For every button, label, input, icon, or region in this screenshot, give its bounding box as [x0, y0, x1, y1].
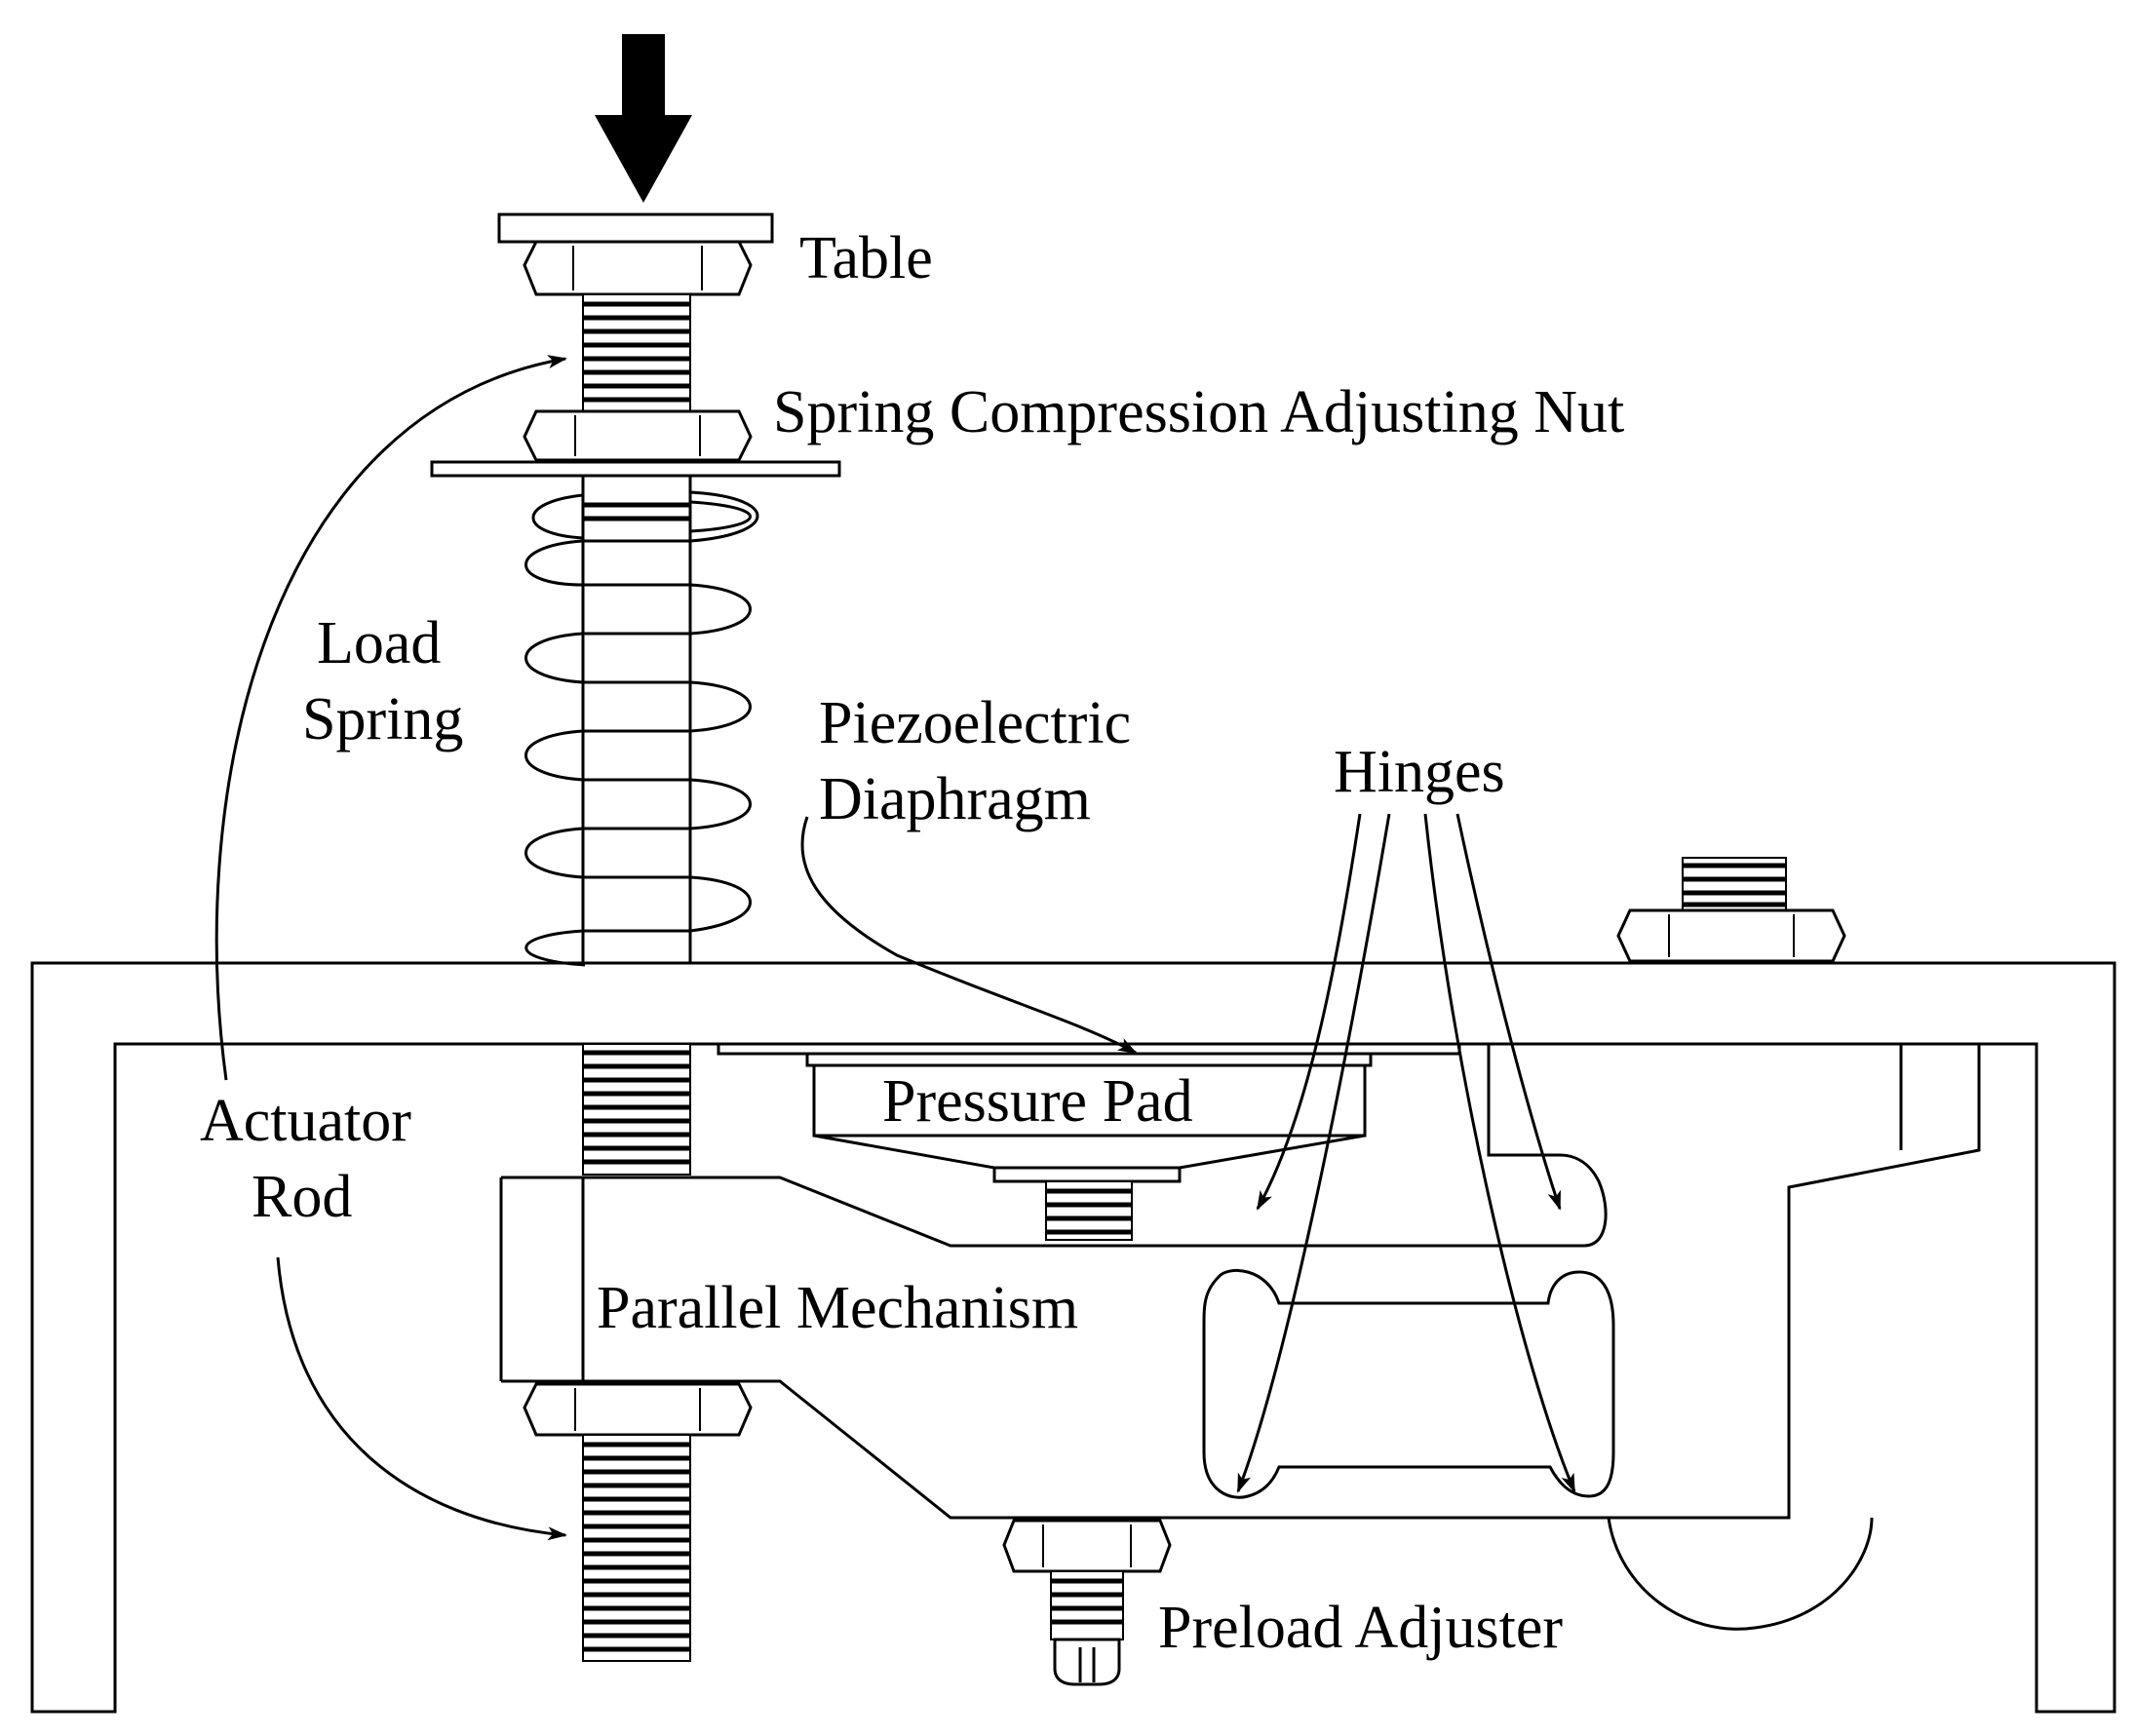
label-load-spring-1: Load — [317, 610, 441, 676]
rod-lower-nut — [523, 1382, 753, 1437]
label-table: Table — [799, 225, 933, 291]
label-piezo-2: Diaphragm — [819, 766, 1091, 832]
label-spring-compression-nut: Spring Compression Adjusting Nut — [773, 379, 1624, 445]
actuator-rod-upper-thread — [582, 293, 691, 412]
load-arrow-icon — [595, 34, 692, 203]
frame-bolt — [1616, 857, 1846, 963]
preload-adjuster — [1002, 1519, 1172, 1686]
pressure-pad — [812, 1063, 1367, 1241]
label-piezo-1: Piezoelectric — [819, 690, 1131, 756]
load-spring — [524, 490, 759, 967]
label-parallel-mechanism: Parallel Mechanism — [597, 1275, 1078, 1341]
label-load-spring-2: Spring — [302, 686, 463, 752]
actuator-rod-mid-thread — [582, 1043, 691, 1176]
frame — [30, 961, 2116, 1714]
label-preload-adjuster: Preload Adjuster — [1158, 1595, 1563, 1661]
label-pressure-pad: Pressure Pad — [882, 1068, 1193, 1135]
rod-thread-short — [583, 502, 690, 521]
table-plate — [497, 212, 774, 296]
actuator-rod-lower-thread — [582, 1434, 691, 1662]
label-actuator-2: Rod — [252, 1164, 352, 1230]
actuator-rod-shaft — [581, 474, 692, 965]
parallel-mechanism — [499, 1044, 1981, 1631]
label-hinges: Hinges — [1334, 739, 1505, 805]
leader-lines — [214, 355, 1576, 1541]
label-actuator-1: Actuator — [200, 1088, 411, 1154]
